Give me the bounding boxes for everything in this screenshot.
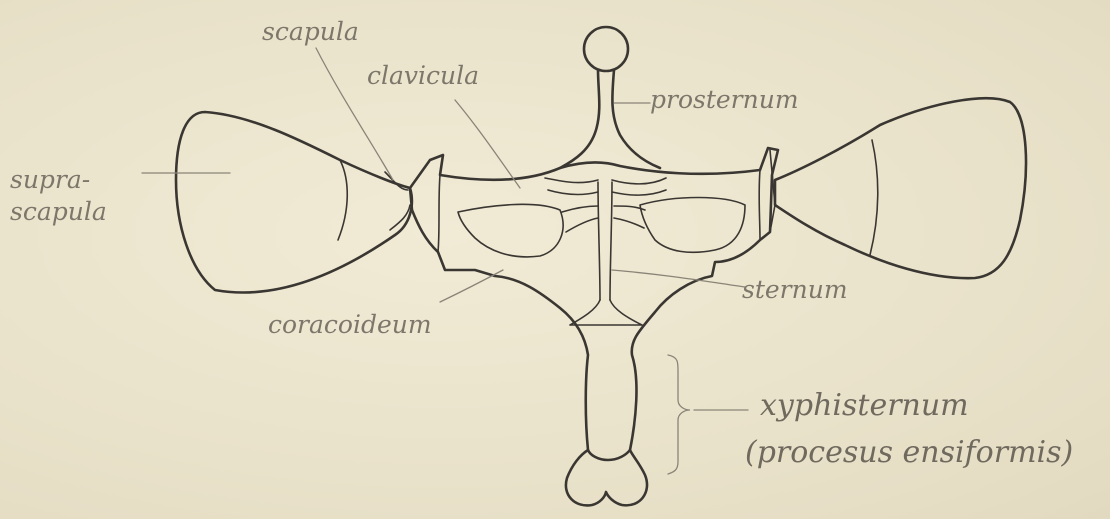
right-suprascapula-joint: [870, 140, 878, 255]
xyphisternum-stalk: [566, 450, 647, 505]
sternum-column: [598, 182, 612, 300]
right-clavicula: [612, 178, 666, 195]
label-suprascapula-line1: supra-: [10, 165, 90, 194]
girdle-body: [410, 148, 778, 460]
left-epicoracoid: [562, 206, 598, 232]
sternum-plate: [570, 300, 642, 325]
label-clavicula: clavicula: [367, 61, 479, 90]
coracoideum-leader: [440, 270, 503, 302]
label-sternum: sternum: [742, 275, 848, 304]
right-suprascapula: [775, 98, 1026, 278]
label-prosternum: prosternum: [650, 85, 799, 114]
label-coracoideum: coracoideum: [268, 310, 432, 339]
xyphisternum-brace: [668, 355, 690, 474]
sternum-leader: [612, 270, 745, 287]
left-suprascapula: [176, 112, 412, 293]
prosternum-head: [584, 27, 628, 71]
left-suprascapula-joint: [338, 160, 347, 240]
label-suprascapula-line2: scapula: [10, 197, 107, 226]
label-xyphisternum: xyphisternum: [760, 388, 969, 423]
label-scapula: scapula: [262, 17, 359, 46]
left-coracoid-edge: [438, 175, 440, 252]
prosternum-stalk: [560, 70, 660, 168]
clavicula-leader: [455, 100, 520, 188]
left-fenestra: [458, 204, 563, 257]
left-clavicula: [545, 178, 598, 194]
label-xyphisternum-alt: (procesus ensiformis): [745, 435, 1073, 470]
right-coracoid-edge: [759, 170, 760, 240]
right-fenestra: [640, 198, 745, 253]
